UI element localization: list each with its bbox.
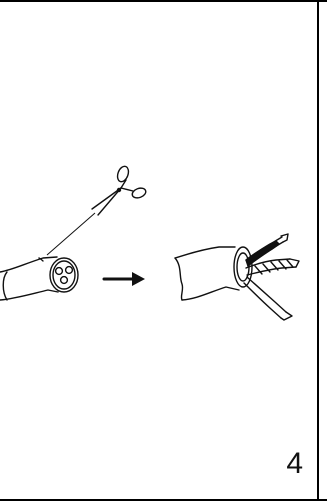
page-number: 4 xyxy=(286,447,303,480)
bottom-border xyxy=(0,499,327,501)
stripped-cable xyxy=(174,233,300,321)
cut-cable xyxy=(0,256,79,301)
top-border xyxy=(0,0,327,2)
right-border xyxy=(317,0,319,501)
scissors-icon xyxy=(91,165,147,216)
cut-leader-line xyxy=(46,212,96,256)
arrow-right-icon xyxy=(102,272,145,286)
